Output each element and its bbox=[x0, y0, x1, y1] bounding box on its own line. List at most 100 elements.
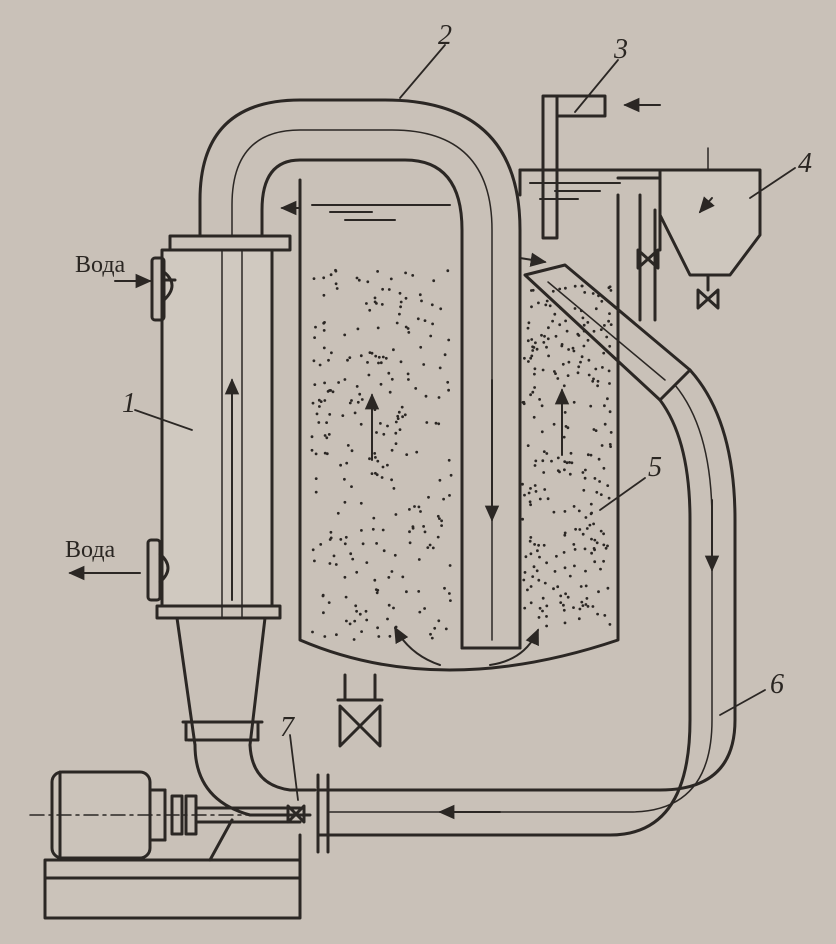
crystal-dot bbox=[584, 569, 587, 573]
crystal-dot bbox=[579, 360, 582, 364]
crystal-dot bbox=[562, 384, 566, 388]
crystal-dot bbox=[394, 513, 398, 516]
motor bbox=[29, 770, 302, 860]
crystal-dot bbox=[595, 541, 599, 545]
crystal-dot bbox=[534, 459, 538, 463]
crystal-dot bbox=[590, 537, 593, 541]
crystal-dot bbox=[538, 606, 542, 610]
crystal-dot bbox=[345, 619, 348, 623]
crystal-dot bbox=[532, 565, 536, 569]
crystal-dot bbox=[588, 523, 592, 527]
crystal-dot bbox=[584, 584, 588, 588]
crystal-dot bbox=[448, 564, 452, 567]
crystal-dot bbox=[545, 345, 548, 349]
crystal-dot bbox=[407, 331, 411, 334]
pump-support bbox=[208, 818, 234, 862]
crystal-dot bbox=[538, 555, 541, 559]
crystal-dot bbox=[544, 303, 548, 307]
crystal-dot bbox=[314, 490, 318, 494]
crystal-dot bbox=[375, 591, 379, 595]
crystal-dot bbox=[405, 590, 408, 594]
crystal-dot bbox=[377, 361, 380, 365]
crystal-dot bbox=[438, 517, 441, 520]
crystal-dot bbox=[448, 494, 451, 497]
crystal-dot bbox=[356, 400, 360, 404]
crystal-dot bbox=[343, 500, 347, 504]
crystal-dot bbox=[368, 351, 372, 354]
crystal-dot bbox=[568, 574, 572, 578]
crystal-dot bbox=[334, 269, 338, 273]
crystal-dot bbox=[334, 282, 338, 286]
crystal-dot bbox=[581, 471, 585, 474]
crystal-dot bbox=[582, 344, 586, 348]
crystal-dot bbox=[401, 415, 404, 419]
crystal-dot bbox=[376, 326, 380, 330]
crystal-dot bbox=[593, 477, 597, 480]
crystal-dot bbox=[552, 510, 556, 514]
crystal-dot bbox=[326, 390, 330, 393]
crystal-dot bbox=[529, 503, 532, 507]
crystal-dot bbox=[568, 461, 571, 464]
crystal-dot bbox=[344, 535, 348, 539]
crystal-dot bbox=[366, 361, 369, 364]
crystal-dot bbox=[380, 303, 384, 306]
crystal-dot bbox=[574, 527, 577, 531]
crystal-dot bbox=[373, 296, 377, 300]
crystal-dot bbox=[563, 621, 567, 625]
crystal-dot bbox=[540, 333, 543, 337]
crystal-dot bbox=[329, 536, 333, 540]
crystal-dot bbox=[376, 270, 379, 273]
crystal-dot bbox=[398, 428, 402, 431]
crystal-dot bbox=[580, 355, 584, 359]
crystal-dot bbox=[579, 585, 583, 588]
crystal-dot bbox=[598, 480, 601, 483]
crystal-dot bbox=[608, 312, 611, 315]
crystal-dot bbox=[563, 468, 566, 472]
crystal-dot bbox=[597, 590, 600, 594]
crystal-dot bbox=[339, 463, 342, 467]
crystal-dot bbox=[379, 382, 383, 386]
crystal-dot bbox=[388, 390, 392, 394]
label-return-pipe: 6 bbox=[770, 669, 784, 700]
crystal-dot bbox=[343, 477, 346, 481]
crystal-dot bbox=[341, 414, 345, 417]
crystal-dot bbox=[530, 305, 533, 309]
crystal-dot bbox=[322, 293, 326, 297]
crystal-dot bbox=[318, 405, 321, 408]
crystal-dot bbox=[600, 444, 604, 447]
crystal-dot bbox=[563, 531, 567, 535]
crystal-dot bbox=[372, 516, 376, 520]
crystal-dot bbox=[551, 289, 555, 293]
crystal-dot bbox=[448, 592, 451, 595]
crystal-dot bbox=[381, 528, 385, 532]
crystal-dot bbox=[528, 539, 532, 543]
crystal-dot bbox=[545, 604, 549, 608]
crystal-dot bbox=[594, 429, 598, 432]
crystal-dot bbox=[322, 321, 326, 325]
crystal-dot bbox=[390, 570, 394, 573]
crystal-dot bbox=[431, 546, 435, 550]
crystal-dot bbox=[403, 413, 407, 417]
cooler bbox=[146, 234, 292, 620]
crystal-dot bbox=[392, 606, 395, 610]
crystal-dot bbox=[443, 353, 447, 357]
crystal-dot bbox=[310, 435, 314, 439]
crystal-dot bbox=[336, 511, 340, 515]
inclined-pipe bbox=[523, 263, 692, 402]
crystal-dot bbox=[325, 452, 329, 456]
crystal-dot bbox=[563, 533, 567, 537]
crystal-dot bbox=[586, 453, 590, 457]
crystal-dot bbox=[523, 493, 526, 497]
crystal-dot bbox=[382, 549, 386, 553]
crystal-dot bbox=[351, 557, 355, 561]
crystal-dot bbox=[343, 575, 347, 579]
crystal-dot bbox=[359, 354, 363, 358]
return-pipe bbox=[316, 368, 737, 854]
crystal-dot bbox=[533, 367, 537, 371]
crystal-dot bbox=[393, 553, 397, 557]
label-upper-pipe: 2 bbox=[438, 20, 452, 51]
crystal-dot bbox=[365, 618, 369, 622]
crystal-dot bbox=[423, 319, 427, 322]
crystal-dot bbox=[390, 377, 394, 381]
crystal-dot bbox=[328, 562, 332, 565]
